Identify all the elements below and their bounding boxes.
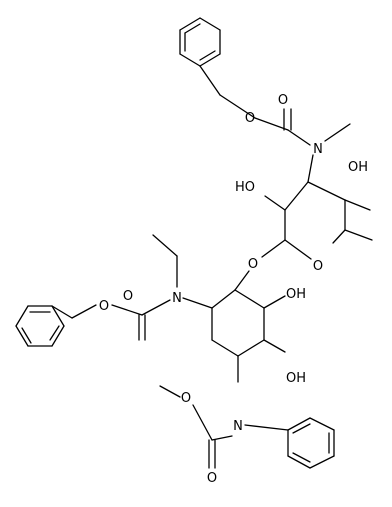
- bond: [234, 289, 265, 309]
- bond: [254, 117, 289, 131]
- glycosidic-oxygen-label: O: [248, 257, 258, 272]
- bond: [234, 270, 250, 291]
- bond: [287, 129, 311, 146]
- nitrogen-label: N: [313, 142, 323, 157]
- bond: [211, 339, 239, 357]
- nitrogen-label: N: [233, 419, 243, 434]
- ester-oxygen-label: O: [245, 111, 255, 126]
- bond: [309, 455, 335, 469]
- ester-oxygen-label: O: [99, 299, 109, 314]
- carbonyl-oxygen-label: O: [123, 289, 133, 304]
- bond: [184, 23, 201, 34]
- bond: [199, 65, 221, 96]
- hydroxyl-label: OH: [348, 160, 368, 175]
- bond: [15, 305, 29, 327]
- bond: [21, 327, 32, 344]
- bond: [332, 229, 346, 244]
- hydroxyl-label: OH: [286, 287, 306, 302]
- bond: [261, 239, 286, 258]
- bond: [211, 435, 233, 441]
- bond: [192, 404, 213, 441]
- bond: [15, 325, 29, 347]
- bond: [284, 239, 312, 260]
- bond: [324, 123, 351, 142]
- bonds: [15, 17, 373, 469]
- bond: [344, 199, 371, 211]
- bond: [344, 229, 373, 241]
- ring-oxygen-label: O: [313, 259, 323, 274]
- bond: [71, 304, 97, 319]
- bond: [49, 325, 60, 341]
- hydroxyl-label: OH: [286, 371, 306, 386]
- bond: [51, 325, 65, 347]
- bond: [159, 385, 181, 398]
- bond: [287, 417, 311, 431]
- bond: [263, 295, 286, 309]
- carbonyl-oxygen-label: O: [278, 93, 288, 108]
- ester-oxygen-label: O: [181, 391, 191, 406]
- bond: [182, 297, 213, 309]
- bond: [199, 50, 216, 61]
- bond: [211, 289, 236, 309]
- bond: [292, 423, 311, 434]
- bond: [244, 424, 289, 431]
- nitrogen-label: N: [172, 291, 182, 306]
- bond: [263, 339, 286, 353]
- bond: [199, 53, 221, 67]
- bond: [309, 417, 335, 431]
- bond: [111, 304, 143, 316]
- hydroxyl-label: HO: [235, 180, 255, 195]
- bond: [179, 17, 201, 31]
- bond: [307, 154, 314, 183]
- bond: [51, 305, 65, 327]
- bond: [292, 452, 311, 463]
- bond: [307, 181, 346, 201]
- bond: [179, 53, 201, 67]
- bond: [199, 17, 221, 31]
- bond: [287, 455, 311, 469]
- bond: [237, 339, 265, 357]
- bond: [141, 299, 171, 316]
- bond: [219, 94, 256, 119]
- bond: [264, 195, 286, 211]
- bond: [51, 305, 73, 319]
- bond: [152, 234, 178, 257]
- carbonyl-oxygen-label: O: [207, 471, 217, 486]
- bond: [284, 181, 309, 211]
- atom-labels: O O N HO OH O O N O O OH OH N O O: [99, 93, 368, 486]
